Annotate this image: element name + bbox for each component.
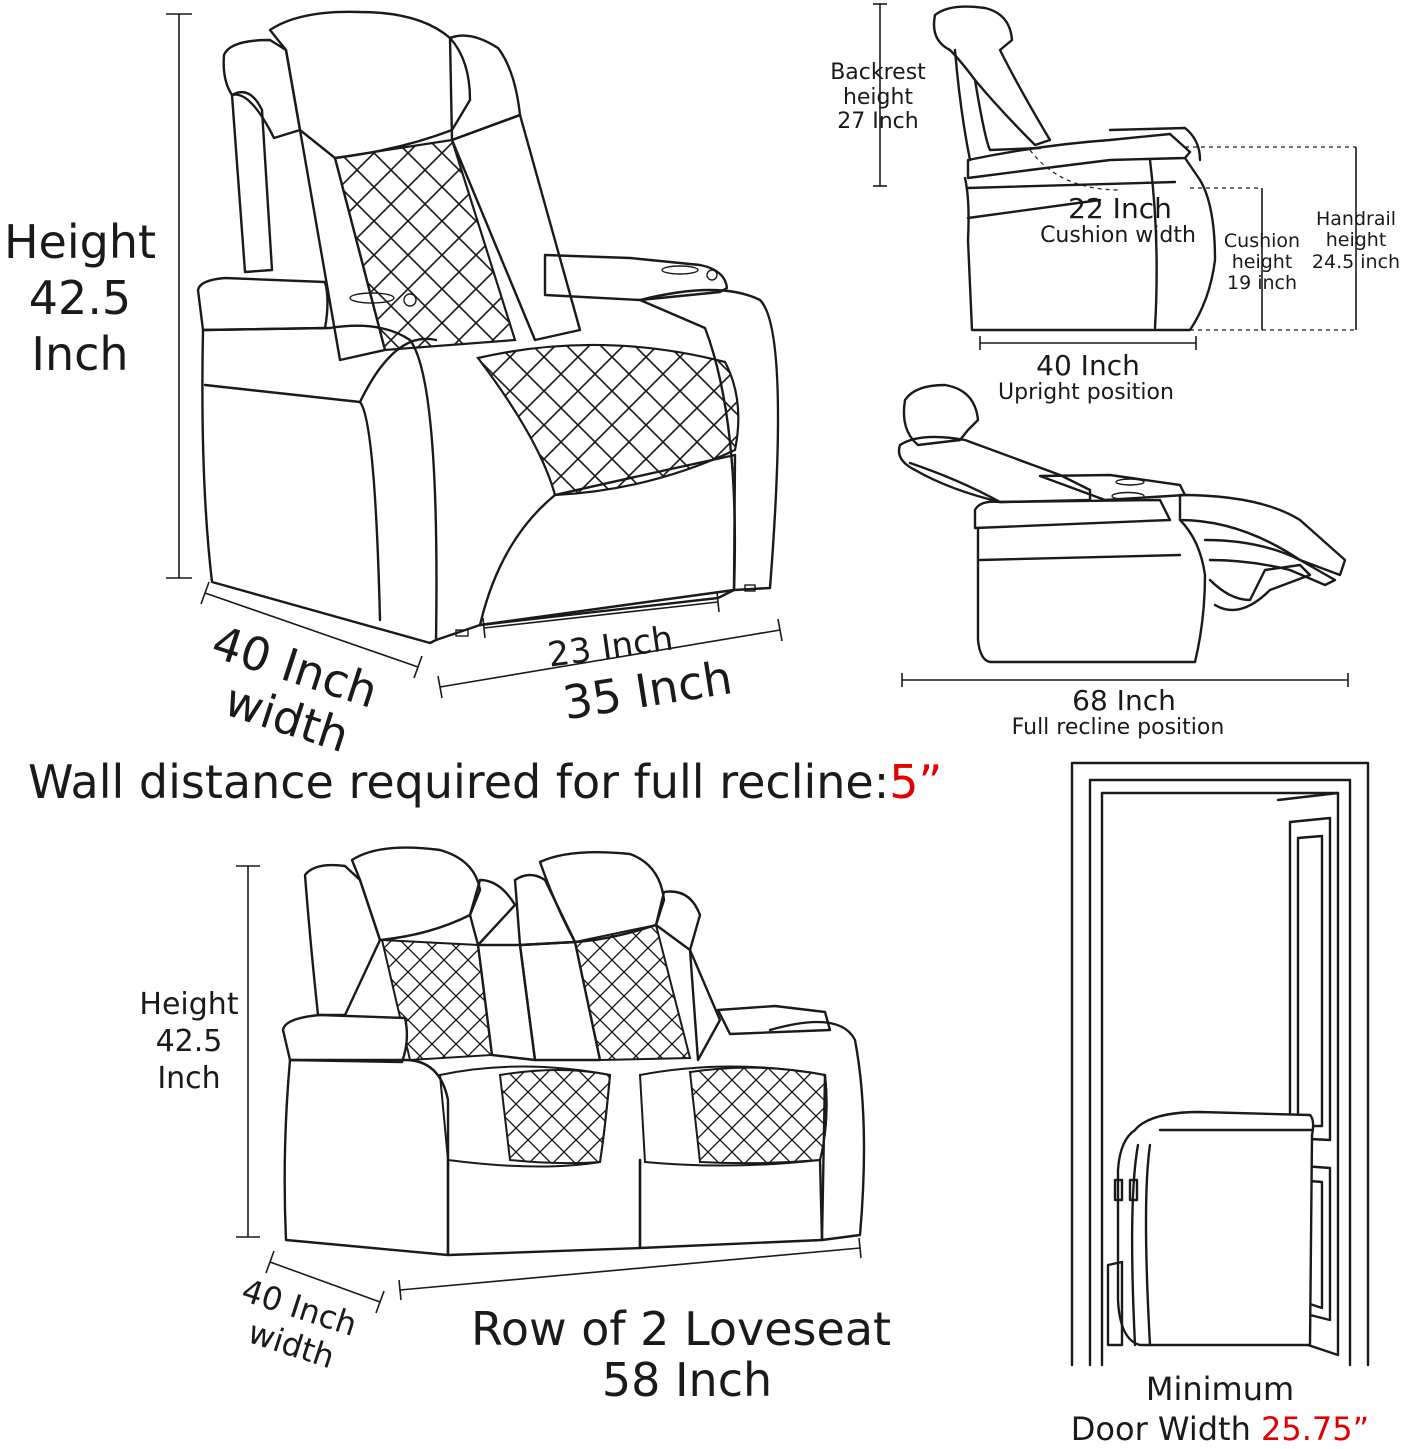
cushion-height-label-2: height — [1232, 251, 1293, 273]
recline-side-view: 68 Inch Full recline position — [897, 383, 1349, 740]
backrest-label-3: 27 Inch — [837, 109, 918, 134]
wall-distance-label: Wall distance required for full recline: — [28, 755, 889, 809]
door-width-label: Door Width — [1071, 1410, 1261, 1445]
backrest-label-2: height — [843, 85, 913, 110]
main-chair-illustration: Height 42.5 Inch 40 Inch width 23 Inch 3… — [4, 10, 783, 763]
main-height-label-3: Inch — [31, 327, 128, 381]
loveseat-illustration: Height 42.5 Inch 40 Inch width Row of 2 … — [139, 846, 891, 1407]
upright-caption: Upright position — [998, 380, 1174, 405]
door-label: Minimum — [1146, 1370, 1294, 1408]
door-illustration: Minimum Door Width 25.75” — [1071, 761, 1369, 1448]
main-width-dimension-line — [204, 592, 419, 668]
loveseat-length: 58 Inch — [602, 1353, 772, 1407]
backrest-label-1: Backrest — [830, 60, 926, 85]
handrail-label-3: 24.5 inch — [1312, 251, 1400, 273]
wall-distance-value: 5” — [889, 755, 942, 809]
upright-side-view: Backrest height 27 Inch 22 Inch Cushion … — [830, 3, 1400, 405]
loveseat-height-label-1: Height — [139, 987, 238, 1022]
cushion-height-label-3: 19 inch — [1227, 272, 1297, 294]
handrail-label-1: Handrail — [1316, 208, 1396, 230]
cushion-width-label: Cushion width — [1040, 223, 1196, 248]
loveseat-height-label-2: 42.5 — [156, 1024, 223, 1059]
cushion-height-label-1: Cushion — [1224, 230, 1300, 252]
handrail-label-2: height — [1326, 229, 1387, 251]
recline-depth-label: 68 Inch — [1072, 684, 1176, 717]
cushion-width-value: 22 Inch — [1068, 192, 1172, 225]
upright-depth-label: 40 Inch — [1036, 349, 1140, 382]
recline-caption: Full recline position — [1012, 715, 1225, 740]
wall-distance-text: Wall distance required for full recline:… — [28, 755, 942, 809]
loveseat-height-label-3: Inch — [157, 1061, 220, 1096]
door-width-text: Door Width 25.75” — [1071, 1410, 1369, 1445]
door-width-value: 25.75” — [1261, 1410, 1369, 1445]
main-height-label-2: 42.5 — [29, 271, 131, 325]
main-height-label-1: Height — [4, 215, 156, 269]
loveseat-title: Row of 2 Loveseat — [471, 1302, 891, 1356]
